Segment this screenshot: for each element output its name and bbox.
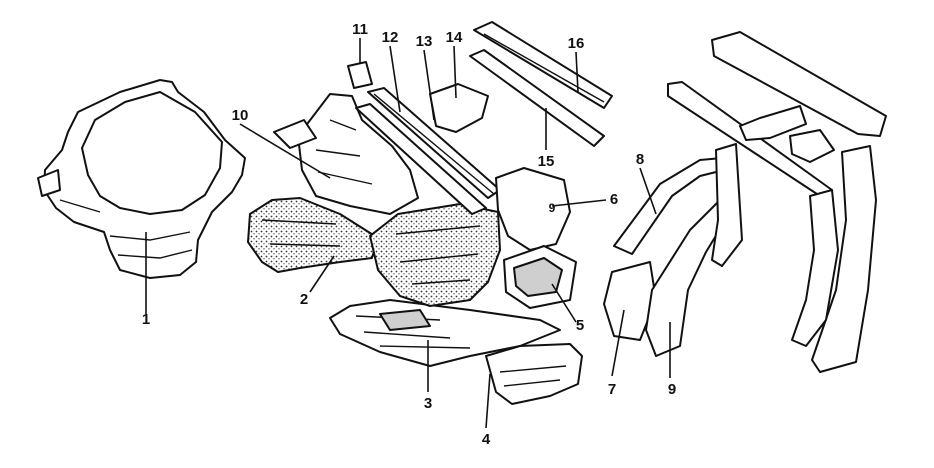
floor-tunnel-assembly (369, 203, 501, 307)
part-10-heel-panel (273, 93, 419, 215)
callout-13: 13 (416, 33, 433, 50)
part-1-rear-frame (37, 79, 246, 279)
part-15-roof-bow (469, 49, 605, 147)
callout-2: 2 (300, 291, 308, 308)
callout-6: 6 (610, 191, 618, 208)
callout-1: 1 (142, 311, 150, 328)
callout-9b: 9 (668, 381, 676, 398)
part-14-gusset (429, 83, 489, 133)
leader-lines (145, 38, 671, 429)
callout-10: 10 (232, 107, 249, 124)
part-6-wheelhouse (495, 167, 571, 251)
callout-16: 16 (568, 35, 585, 52)
part-4-front-floor (485, 343, 583, 405)
part-9-pillar (645, 199, 735, 357)
callout-5: 5 (576, 317, 584, 334)
callout-11: 11 (352, 21, 368, 38)
callout-7: 7 (608, 381, 616, 398)
callout-14: 14 (446, 29, 463, 46)
side-frame-rails (667, 31, 887, 373)
callouts: 1 2 3 4 5 6 7 8 9 9 10 11 12 13 14 15 16 (142, 21, 676, 448)
part-5-duct (503, 245, 577, 309)
callout-15: 15 (538, 153, 555, 170)
callout-12: 12 (382, 29, 399, 46)
part-2-rear-floor (247, 197, 379, 273)
callout-9a: 9 (549, 201, 556, 215)
callout-4: 4 (482, 431, 491, 448)
part-7-pillar (603, 261, 657, 341)
callout-8: 8 (636, 151, 644, 168)
callout-3: 3 (424, 395, 432, 412)
part-11-bracket (347, 61, 373, 89)
part-3-floor-center (329, 299, 561, 367)
part-13-rail (355, 103, 487, 215)
